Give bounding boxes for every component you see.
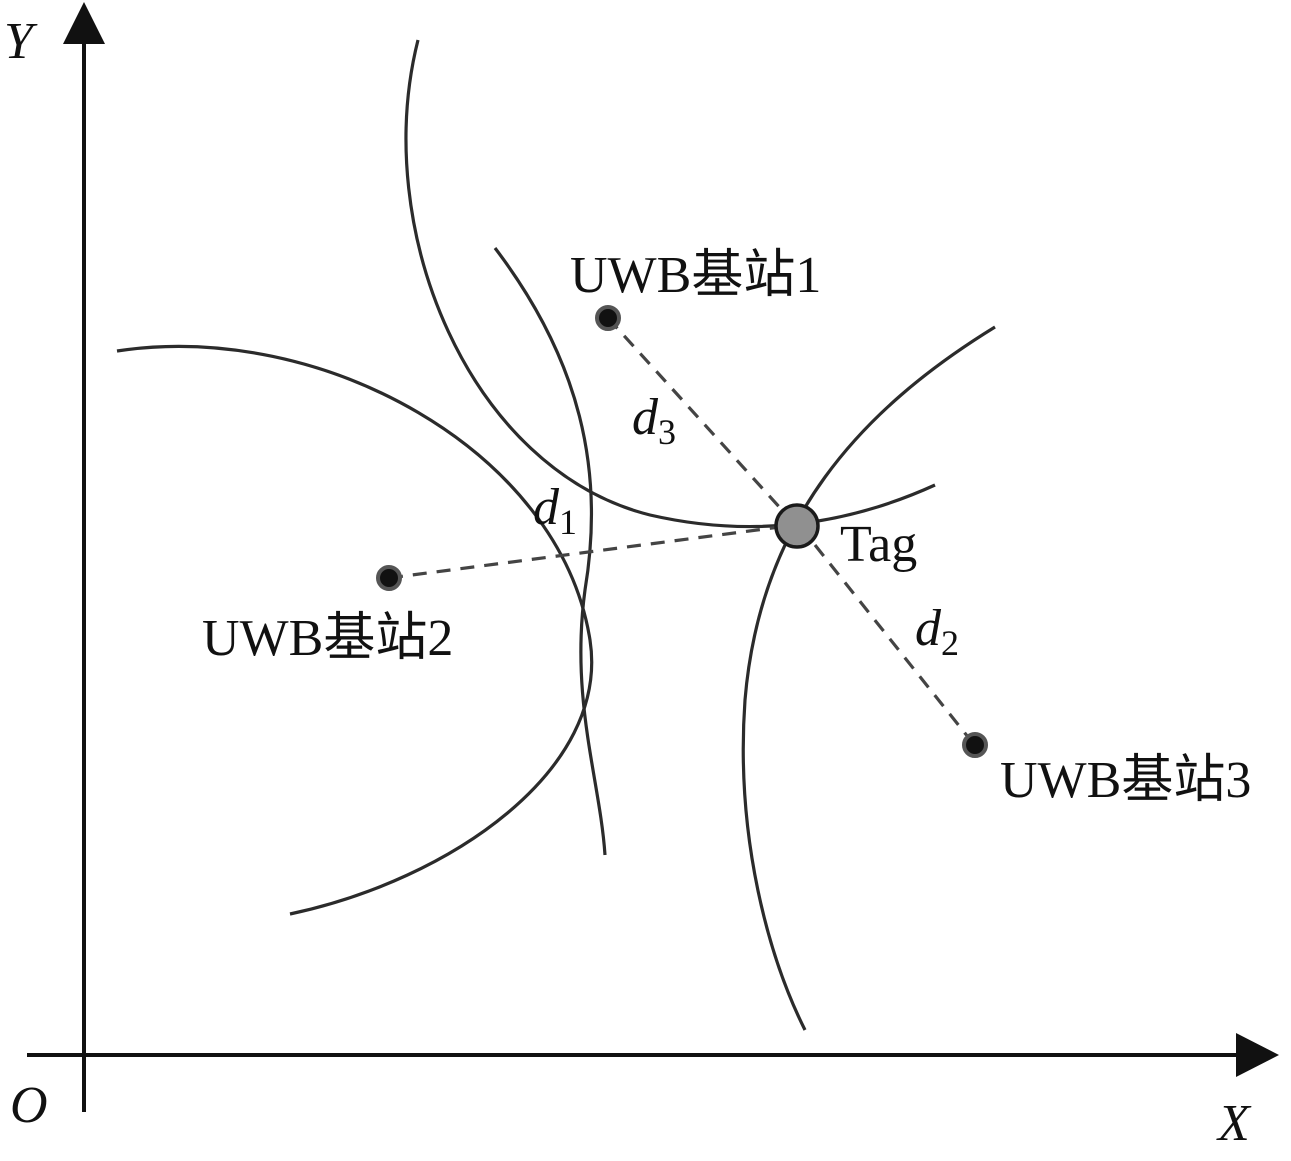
x-axis-label: X (1216, 1095, 1252, 1152)
y-axis-arrow-icon (63, 2, 105, 44)
range-arc-station3 (741, 325, 996, 1031)
station-2-label: UWB基站2 (202, 610, 453, 667)
distance-line-d1 (388, 525, 781, 580)
y-axis-label: Y (4, 13, 38, 70)
distance-label-d1-symbol: d (533, 479, 560, 536)
tag-label: Tag (840, 516, 917, 573)
distance-label-d3: d3 (632, 389, 676, 452)
tag-marker (774, 503, 820, 549)
distance-label-d2-subscript: 2 (941, 623, 959, 663)
distance-line-d2 (813, 544, 974, 743)
x-axis-arrow-icon (1236, 1033, 1279, 1077)
distance-line-d3 (606, 316, 784, 512)
distance-label-d2-symbol: d (915, 600, 942, 657)
origin-label: O (10, 1077, 48, 1134)
station-1-marker (595, 305, 621, 331)
distance-label-d1: d1 (533, 479, 577, 542)
range-arc-station1-inner (493, 247, 607, 856)
station-1-label: UWB基站1 (570, 247, 821, 304)
distance-label-d3-symbol: d (632, 389, 659, 446)
distance-label-d1-subscript: 1 (559, 502, 577, 542)
range-arc-station2 (116, 344, 594, 916)
station-3-marker (962, 732, 988, 758)
distance-label-d2: d2 (915, 600, 959, 663)
station-3-label: UWB基站3 (1000, 752, 1251, 809)
distance-label-d3-subscript: 3 (658, 412, 676, 452)
station-2-marker (376, 565, 402, 591)
